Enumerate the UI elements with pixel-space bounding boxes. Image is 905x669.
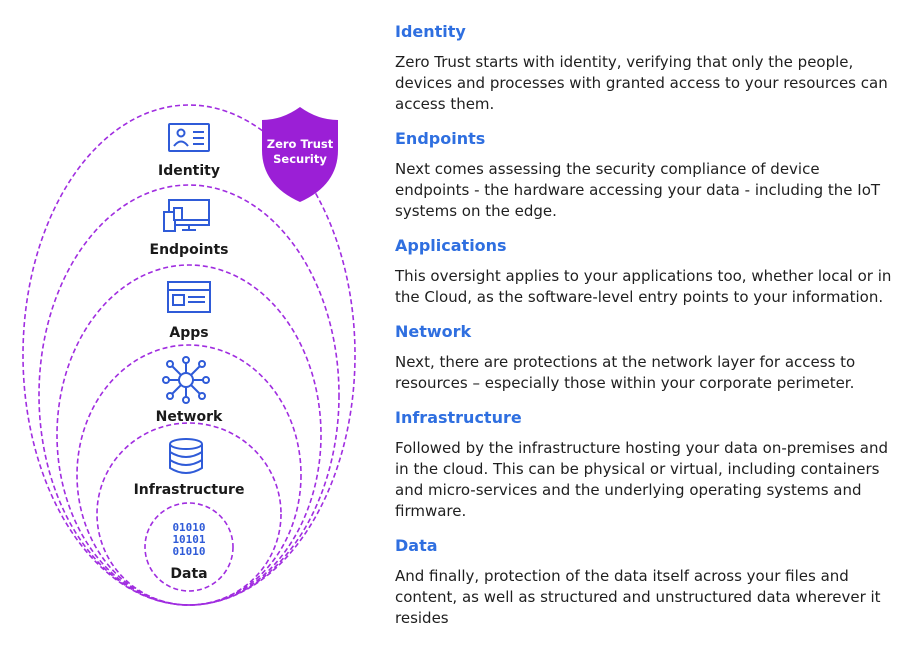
section-body: Next, there are protections at the netwo…: [395, 353, 856, 392]
section-heading: Endpoints: [395, 129, 486, 148]
devices-icon: [163, 199, 210, 232]
ring-network: [76, 344, 302, 606]
zero-trust-shield-badge: Zero Trust Security: [262, 107, 338, 202]
shield-line-1: Zero Trust: [267, 137, 334, 151]
zero-trust-layers-diagram: Zero Trust Security Identity Endpoints A…: [22, 104, 356, 606]
ring-apps: [56, 264, 322, 606]
section-identity: Identity Zero Trust starts with identity…: [395, 22, 895, 115]
section-heading: Applications: [395, 236, 507, 255]
section-body: Zero Trust starts with identity, verifyi…: [395, 53, 888, 113]
layer-label-identity: Identity: [158, 163, 220, 179]
layer-label-data: Data: [170, 566, 207, 582]
section-infrastructure: Infrastructure Followed by the infrastru…: [395, 408, 895, 522]
bits-row-3: 01010: [172, 545, 205, 558]
ring-endpoints: [38, 184, 340, 606]
section-applications: Applications This oversight applies to y…: [395, 236, 895, 308]
shield-icon: [262, 107, 338, 202]
ring-infrastructure: [96, 422, 282, 606]
layer-label-infrastructure: Infrastructure: [134, 482, 245, 498]
section-body: This oversight applies to your applicati…: [395, 267, 892, 306]
layer-label-apps: Apps: [169, 325, 208, 341]
section-heading: Network: [395, 322, 472, 341]
section-heading: Data: [395, 536, 438, 555]
section-network: Network Next, there are protections at t…: [395, 322, 895, 394]
section-body: Followed by the infrastructure hosting y…: [395, 439, 888, 520]
section-endpoints: Endpoints Next comes assessing the secur…: [395, 129, 895, 222]
app-window-icon: [167, 281, 211, 313]
binary-data-icon: 01010 10101 01010: [172, 521, 205, 558]
section-heading: Infrastructure: [395, 408, 522, 427]
descriptions-column: Identity Zero Trust starts with identity…: [395, 22, 895, 643]
section-body: And finally, protection of the data itse…: [395, 567, 881, 627]
shield-line-2: Security: [273, 152, 327, 166]
ring-data: [144, 502, 234, 592]
database-icon: [169, 438, 203, 474]
section-heading: Identity: [395, 22, 466, 41]
network-hub-icon: [162, 356, 210, 404]
section-body: Next comes assessing the security compli…: [395, 160, 881, 220]
section-data: Data And finally, protection of the data…: [395, 536, 895, 629]
layer-label-endpoints: Endpoints: [150, 242, 229, 258]
layer-label-network: Network: [156, 409, 223, 425]
id-card-icon: [168, 123, 210, 152]
bits-row-1: 01010: [172, 521, 205, 534]
bits-row-2: 10101: [172, 533, 205, 546]
